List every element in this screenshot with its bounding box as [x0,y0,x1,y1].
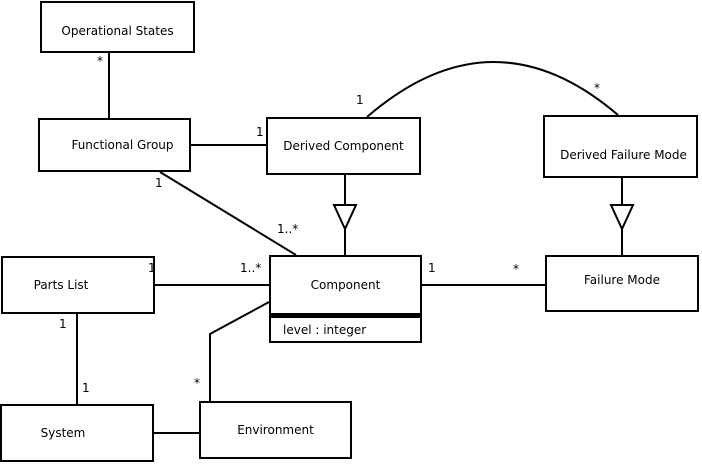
multiplicity-parts-list-end: 1 [148,261,156,275]
class-attribute: level : integer [283,322,367,337]
generalization-triangle-icon [609,204,635,232]
class-functional-group: Functional Group [38,118,191,172]
connector-derived-component-derived-failure-mode-arc [366,61,619,118]
class-attribute-compartment: level : integer [271,318,420,341]
multiplicity-parts-list-system-top: 1 [59,317,67,331]
class-derived-component: Derived Component [266,117,421,175]
multiplicity-derived-failure-mode-arc-end: * [594,81,600,95]
class-title-compartment: Component [271,257,420,318]
class-failure-mode: Failure Mode [545,255,699,312]
class-label: Failure Mode [584,272,660,287]
class-label: Parts List [33,278,89,292]
class-label: System [40,426,86,440]
class-environment: Environment [199,401,352,459]
class-label: Derived Failure Mode [560,147,687,162]
generalization-triangle-icon [332,204,358,232]
multiplicity-component-end-failure-mode: 1 [428,261,436,275]
class-label: Component [310,278,381,292]
class-label: Operational States [61,24,174,38]
multiplicity-environment-end: * [194,376,200,390]
class-operational-states: Operational States [40,1,195,53]
class-label: Functional Group [71,138,174,152]
multiplicity-parts-list-system-bottom: 1 [82,381,90,395]
multiplicity-derived-component-end: 1 [256,125,264,139]
class-component: Component level : integer [269,255,422,343]
multiplicity-operational-states: * [97,54,103,68]
multiplicity-component-end-functional-group: 1..* [277,222,299,236]
multiplicity-failure-mode-end: * [513,262,519,276]
class-parts-list: Parts List [1,256,155,314]
multiplicity-component-end-parts-list: 1..* [240,261,262,275]
class-derived-failure-mode: Derived Failure Mode [543,115,698,178]
class-system: System [0,404,154,462]
class-label: Environment [237,423,314,437]
connector-component-environment [209,301,270,401]
class-label: Derived Component [283,139,404,153]
connector-functional-group-component [159,171,297,256]
multiplicity-functional-group-end: 1 [155,176,163,190]
multiplicity-derived-component-arc-end: 1 [356,93,364,107]
